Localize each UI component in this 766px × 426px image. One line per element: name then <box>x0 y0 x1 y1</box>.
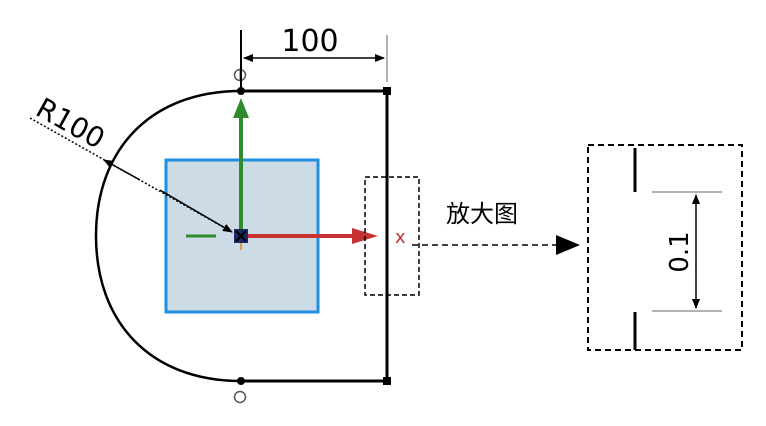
radius-arrow <box>159 189 233 233</box>
detail-dimension-label[interactable]: 0.1 <box>665 231 695 272</box>
corner-point-bottom-right[interactable] <box>383 377 391 385</box>
magnify-arrowhead <box>556 235 580 255</box>
y-axis-arrowhead <box>233 98 249 118</box>
radius-arrow-arc <box>103 159 141 181</box>
corner-point-top-right[interactable] <box>383 87 391 95</box>
detail-view-box[interactable] <box>587 144 743 351</box>
left-arc[interactable] <box>94 89 242 383</box>
radius-dimension-label[interactable]: R100 <box>31 91 111 155</box>
magnify-label: 放大图 <box>446 200 518 228</box>
x-axis-label: x <box>395 227 406 248</box>
constraint-marker-bottom[interactable] <box>233 390 247 404</box>
arc-endpoint-bottom[interactable] <box>237 377 245 385</box>
magnify-region-box[interactable] <box>364 176 420 296</box>
top-dimension-label[interactable]: 100 <box>281 24 338 59</box>
